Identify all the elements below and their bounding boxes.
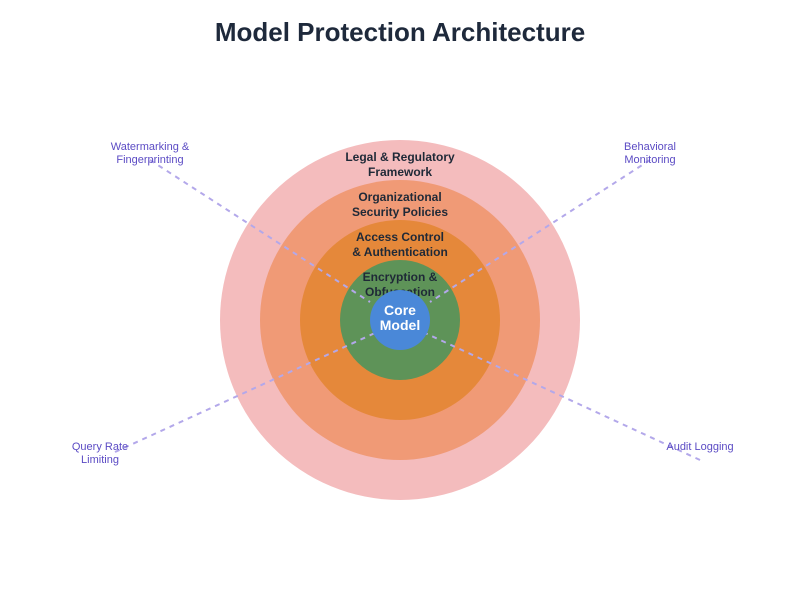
annotation-audit-line: Audit Logging	[666, 441, 733, 453]
annotation-behavioral-line: Monitoring	[624, 154, 675, 166]
annotation-behavioral-line: Behavioral	[624, 141, 676, 153]
annotation-query-rate-line: Query Rate	[72, 441, 128, 453]
connector-behavioral	[429, 159, 651, 303]
layer-label-legal-line: Legal & Regulatory	[345, 150, 455, 164]
diagram-title: Model Protection Architecture	[215, 17, 585, 47]
layer-label-legal-line: Framework	[368, 165, 432, 179]
core-model-label-line: Model	[380, 317, 420, 333]
connector-audit	[424, 332, 701, 461]
layer-label-org-line: Security Policies	[352, 205, 448, 219]
connector-watermarking	[149, 159, 371, 303]
connectors-group	[114, 159, 701, 461]
layer-label-access-line: & Authentication	[352, 245, 448, 259]
layer-label-access-line: Access Control	[356, 230, 444, 244]
annotation-query-rate-line: Limiting	[81, 454, 119, 466]
connector-query-rate	[114, 332, 376, 453]
annotation-watermarking-line: Watermarking &	[111, 141, 190, 153]
annotation-audit: Audit Logging	[666, 441, 733, 453]
layer-label-access: Access Control& Authentication	[352, 230, 448, 259]
annotation-watermarking: Watermarking &Fingerprinting	[111, 141, 190, 166]
core-model-circle	[370, 290, 430, 350]
layer-label-org-line: Organizational	[358, 190, 441, 204]
core-model-label-line: Core	[384, 302, 416, 318]
annotation-watermarking-line: Fingerprinting	[116, 154, 183, 166]
layer-label-encryption-line: Encryption &	[363, 270, 438, 284]
